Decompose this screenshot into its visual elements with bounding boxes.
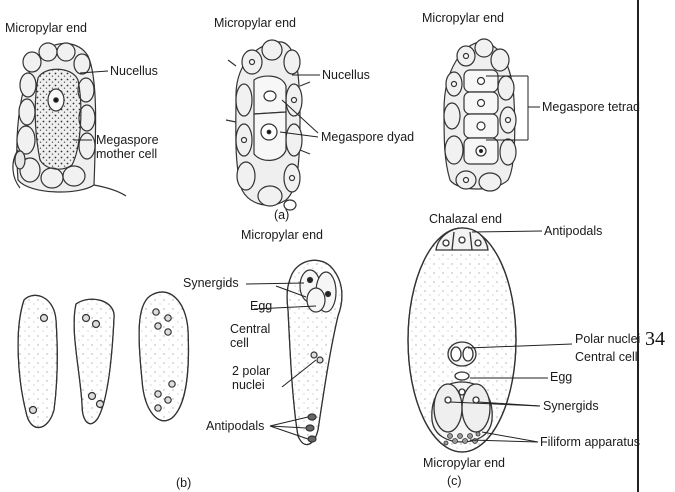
stage3-megaspore-tetrad-label: Megaspore tetrad — [542, 100, 640, 114]
panel-b-antipodals-label: Antipodals — [206, 419, 264, 433]
stage2-megaspore-dyad-label: Megaspore dyad — [321, 130, 414, 144]
panel-b-synergids-label: Synergids — [183, 276, 239, 290]
stage2-megaspore-dyad-drawing — [226, 40, 310, 210]
panel-b-caption: (b) — [176, 476, 191, 490]
panel-c-synergids-label: Synergids — [543, 399, 599, 413]
stage2-title: Micropylar end — [214, 16, 296, 30]
panel-c-filiform-apparatus-label: Filiform apparatus — [540, 435, 640, 449]
stage1-megaspore-mother-cell-label: Megaspore mother cell — [96, 133, 159, 161]
panel-c-micropylar-end-label: Micropylar end — [423, 456, 505, 470]
panel-b-title: Micropylar end — [241, 228, 323, 242]
stage2-nucellus-label: Nucellus — [322, 68, 370, 82]
stage1-title: Micropylar end — [5, 21, 87, 35]
panel-c-polar-nuclei-label: Polar nuclei — [575, 332, 640, 346]
panel-a-caption: (a) — [274, 208, 289, 222]
panel-c-antipodals-label: Antipodals — [544, 224, 602, 238]
stage3-megaspore-tetrad-drawing — [444, 39, 516, 191]
panel-b-polar-nuclei-label: 2 polar nuclei — [232, 364, 270, 392]
panel-c-chalazal-end-label: Chalazal end — [429, 212, 502, 226]
panel-b-mature-embryo-sac — [287, 260, 342, 444]
panel-b-developing-sacs — [18, 292, 188, 428]
panel-c-embryo-sac — [408, 228, 516, 452]
panel-b-egg-label: Egg — [250, 299, 272, 313]
page-number: 34 — [645, 328, 665, 351]
panel-b-central-cell-label: Central cell — [230, 322, 270, 350]
stage1-nucellus-label: Nucellus — [110, 64, 158, 78]
panel-c-caption: (c) — [447, 474, 462, 488]
panel-c-egg-label: Egg — [550, 370, 572, 384]
stage3-title: Micropylar end — [422, 11, 504, 25]
panel-c-central-cell-label: Central cell — [575, 350, 638, 364]
page-margin-rule — [637, 0, 639, 492]
